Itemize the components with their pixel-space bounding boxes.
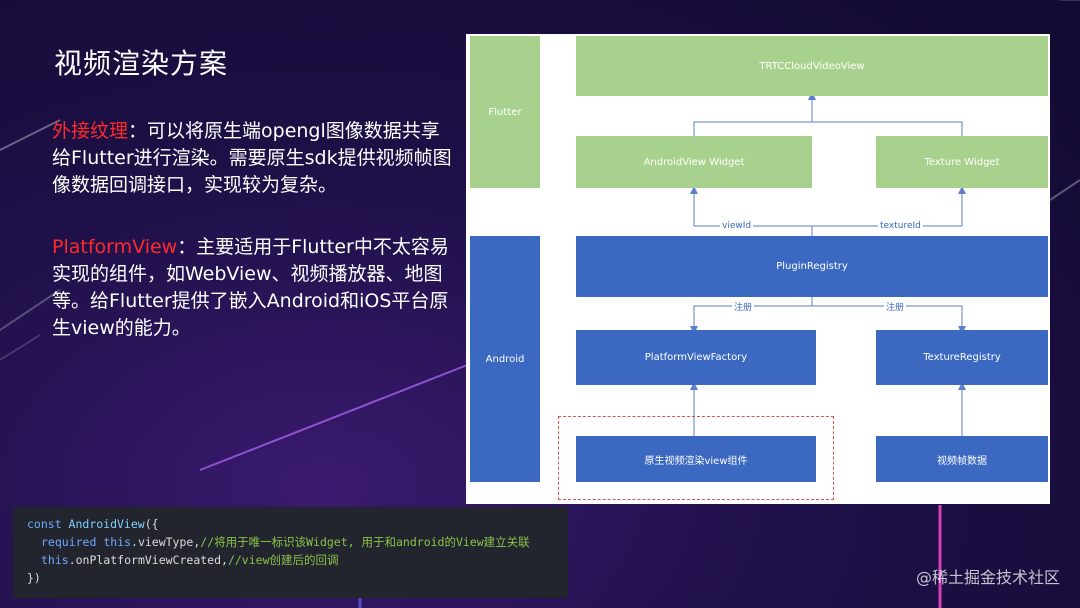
paragraph-platform-view-text: ：主要适用于Flutter中不太容易实现的组件，如WebView、视频播放器、地… [52,236,449,339]
slide-title: 视频渲染方案 [54,47,229,80]
paragraph-external-texture: 外接纹理：可以将原生端opengl图像数据共享给Flutter进行渲染。需要原生… [52,118,452,199]
code-line-1: const AndroidView({ [13,515,568,533]
code-punctuation: ({ [144,517,159,531]
edge-label-register-right: 注册 [884,300,907,313]
code-comment-callback: //view创建后的回调 [227,553,339,567]
paragraph-platform-view: PlatformView：主要适用于Flutter中不太容易实现的组件，如Web… [52,234,452,342]
node-plugin-registry: PluginRegistry [576,236,1048,297]
code-property-callback: .onPlatformViewCreated, [68,553,228,567]
dashed-highlight-frame [558,416,834,500]
code-keyword-const: const [27,517,62,531]
code-this-2: this [41,553,69,567]
node-trtc-cloud-video-view: TRTCCloudVideoView [576,36,1048,96]
flutter-layer: Flutter [470,36,540,188]
watermark: @稀土掘金技术社区 [915,568,1060,587]
node-android-view-widget: AndroidView Widget [576,136,812,188]
edge-label-texture-id: textureId [878,221,923,231]
node-texture-registry: TextureRegistry [876,330,1048,385]
code-this: this [96,535,132,549]
paragraph-external-texture-text: ：可以将原生端opengl图像数据共享给Flutter进行渲染。需要原生sdk提… [52,120,452,196]
node-native-render-view: 原生视频渲染view组件 [576,436,816,482]
code-snippet: const AndroidView({ required this.viewTy… [13,507,568,598]
edge-label-view-id: viewId [720,221,754,231]
code-line-4: }) [13,569,568,587]
node-texture-widget: Texture Widget [876,136,1048,188]
highlight-platform-view: PlatformView [52,236,178,258]
code-line-2: required this.viewType,//将用于唯一标识该Widget,… [13,533,568,551]
edge-label-register-left: 注册 [732,300,755,313]
android-layer: Android [470,236,540,482]
code-comment-viewtype: //将用于唯一标识该Widget, 用于和android的View建立关联 [200,535,530,549]
code-line-3: this.onPlatformViewCreated,//view创建后的回调 [13,551,568,569]
node-platform-view-factory: PlatformViewFactory [576,330,816,385]
code-property-viewtype: .viewType, [131,535,201,549]
code-keyword-required: required [41,535,97,549]
code-class-name: AndroidView [61,517,145,531]
highlight-external-texture: 外接纹理 [52,120,129,142]
architecture-diagram: Flutter Android TRTCCloudVideoView Andro… [466,34,1050,504]
code-closing: }) [27,571,41,585]
node-video-frame-data: 视频帧数据 [876,436,1048,482]
